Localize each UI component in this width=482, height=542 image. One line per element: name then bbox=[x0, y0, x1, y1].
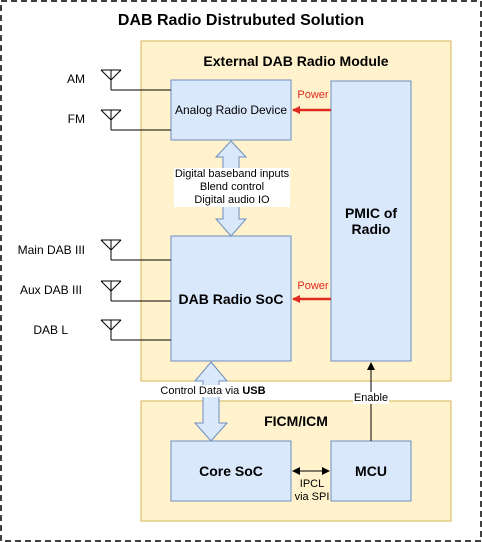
mcu-label: MCU bbox=[355, 463, 387, 479]
analog-radio-device-label: Analog Radio Device bbox=[174, 103, 288, 117]
power-label-soc: Power bbox=[297, 280, 329, 292]
antenna-aux-dab-iii-icon bbox=[100, 280, 171, 302]
control-data-double-arrow bbox=[193, 361, 229, 442]
ipcl-label: IPCL via SPI bbox=[292, 478, 332, 504]
baseband-interface-line-2: Blend control bbox=[199, 181, 265, 193]
mcu-box bbox=[330, 440, 412, 502]
antenna-am-icon bbox=[100, 69, 171, 91]
antenna-main-dab-iii-label: Main DAB III bbox=[17, 243, 85, 257]
control-data-prefix: Control Data via bbox=[160, 385, 243, 397]
pmic-box bbox=[330, 80, 412, 362]
diagram-title: DAB Radio Distrubuted Solution bbox=[117, 12, 365, 29]
analog-radio-device-box bbox=[170, 79, 292, 141]
ipcl-line-2: via SPI bbox=[294, 491, 330, 503]
antenna-main-dab-iii-icon bbox=[100, 239, 171, 261]
antenna-dab-l-label: DAB L bbox=[33, 323, 68, 337]
ficm-title: FICM/ICM bbox=[264, 413, 328, 429]
ipcl-line-1: IPCL bbox=[299, 478, 325, 490]
external-module-title: External DAB Radio Module bbox=[203, 53, 389, 69]
antenna-dab-l-icon bbox=[100, 319, 171, 341]
enable-label: Enable bbox=[353, 392, 389, 404]
control-data-usb: USB bbox=[242, 385, 266, 397]
baseband-interface-line-1: Digital baseband inputs bbox=[174, 168, 290, 180]
control-data-label: Control Data via USB bbox=[158, 385, 268, 397]
antenna-am-label: AM bbox=[67, 72, 85, 86]
antenna-fm-label: FM bbox=[67, 112, 85, 126]
core-soc-label: Core SoC bbox=[199, 463, 263, 479]
baseband-interface-label: Digital baseband inputs Blend control Di… bbox=[174, 168, 290, 207]
dab-radio-soc-box bbox=[170, 235, 292, 362]
core-soc-box bbox=[170, 440, 292, 502]
baseband-interface-line-3: Digital audio IO bbox=[194, 194, 270, 206]
dab-radio-soc-label: DAB Radio SoC bbox=[178, 290, 284, 307]
antenna-aux-dab-iii-label: Aux DAB III bbox=[19, 283, 82, 297]
power-label-analog: Power bbox=[297, 89, 329, 101]
pmic-label: PMIC of Radio bbox=[344, 205, 398, 237]
antenna-fm-icon bbox=[100, 109, 171, 131]
